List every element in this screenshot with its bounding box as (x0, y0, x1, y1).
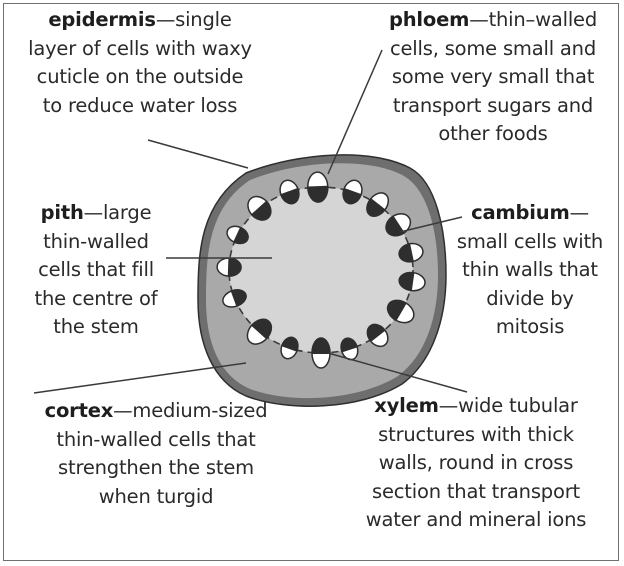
pith-desc-first: —large (83, 201, 152, 224)
pith-desc-line: the centre of (34, 286, 158, 310)
epidermis-desc-line: to reduce water loss (42, 93, 238, 117)
cortex-desc-first: —medium-sized (113, 399, 268, 422)
vascular-bundle (279, 179, 300, 205)
phloem-desc-first: —thin–walled (469, 8, 598, 31)
phloem-leader (327, 49, 383, 175)
vascular-bundle (311, 337, 331, 369)
cambium-band (251, 324, 268, 340)
cortex-term: cortex (44, 399, 114, 422)
cambium-band (369, 198, 386, 211)
cambium-desc-line: small cells with (456, 229, 604, 253)
phloem-label: phloem—thin–walled cells, some small and… (362, 6, 624, 149)
xylem-term: xylem (374, 394, 439, 417)
epidermis-desc-line: cuticle on the outside (36, 65, 244, 88)
vascular-bundle (342, 179, 363, 205)
cambium-band (280, 187, 299, 197)
phloem-desc-line: transport sugars and (392, 93, 594, 117)
cambium-band (230, 290, 239, 307)
cambium-band (251, 200, 268, 216)
cambium-label: cambium— small cells with thin walls tha… (440, 199, 620, 342)
phloem-cap (367, 324, 385, 341)
pith-term: pith (40, 201, 84, 224)
phloem-cap (312, 338, 330, 353)
epidermis-leader (147, 139, 249, 169)
cambium-desc-line: mitosis (495, 315, 565, 338)
cambium-band (343, 187, 362, 197)
cortex-desc-line: when turgid (98, 484, 214, 508)
cortex-desc-line: strengthen the stem (58, 456, 254, 479)
vascular-bundle (366, 323, 389, 348)
phloem-cap (251, 201, 271, 221)
cambium-band (409, 272, 415, 291)
cambium-band (233, 227, 242, 243)
vascular-bundle (386, 299, 415, 324)
cambium-band (391, 215, 405, 234)
phloem-cap (228, 258, 242, 277)
xylem-leader (327, 352, 468, 393)
xylem-desc-first: —wide tubular (438, 394, 578, 417)
phloem-cap (341, 338, 358, 352)
cortex-label: cortex—medium-sized thin-walled cells th… (6, 397, 306, 511)
phloem-cap (251, 319, 272, 339)
cambium-band (281, 344, 298, 352)
epidermis-desc-line: layer of cells with waxy (28, 36, 252, 60)
xylem-desc-line: water and mineral ions (365, 508, 587, 531)
vascular-bundle (366, 192, 390, 217)
phloem-cap (231, 289, 247, 306)
vascular-bundle (398, 242, 424, 263)
cambium-band (369, 329, 386, 342)
cambium-band (408, 243, 414, 262)
cambium-band (394, 302, 407, 321)
cambium-desc-first: — (569, 201, 590, 224)
leader-lines (33, 49, 468, 394)
pith-desc-line: cells that fill (38, 258, 154, 281)
vascular-bundle (247, 195, 272, 221)
cambium-band (341, 345, 358, 353)
vascular-bundle (307, 171, 329, 203)
pith-desc-line: thin-walled (43, 229, 149, 253)
xylem-label: xylem—wide tubular structures with thick… (330, 392, 622, 535)
vascular-bundle (222, 289, 247, 308)
pith-desc-line: the stem (53, 315, 139, 338)
phloem-cap (281, 337, 298, 351)
phloem-desc-line: other foods (438, 122, 548, 145)
xylem-desc-line: structures with thick (378, 422, 574, 446)
epidermis-desc-first: —single (155, 8, 232, 31)
cambium-band (227, 258, 231, 277)
epidermis-term: epidermis (48, 8, 156, 31)
cortex-leader (33, 362, 247, 394)
vascular-bundle (280, 336, 299, 360)
vascular-bundle (226, 225, 249, 245)
epidermis-label: epidermis—single layer of cells with wax… (6, 6, 274, 120)
cambium-desc-line: thin walls that (462, 258, 598, 281)
phloem-desc-line: cells, some small and (389, 36, 596, 60)
vascular-bundles (216, 171, 426, 369)
phloem-cap (387, 300, 406, 321)
pith-region (229, 187, 413, 353)
phloem-cap (281, 188, 299, 204)
cambium-band (307, 185, 328, 189)
vascular-bundle (398, 271, 426, 292)
vascular-bundle (246, 318, 273, 345)
phloem-cap (307, 186, 328, 203)
phloem-cap (366, 199, 385, 217)
cambium-desc-line: divide by (486, 286, 574, 310)
vascular-bundle (216, 257, 242, 277)
phloem-cap (399, 272, 414, 291)
phloem-term: phloem (388, 8, 470, 31)
cortex-desc-line: thin-walled cells that (56, 427, 256, 451)
pith-label: pith—large thin-walled cells that fill t… (14, 199, 178, 342)
phloem-cap (386, 216, 404, 236)
phloem-desc-line: some very small that (391, 65, 595, 88)
xylem-desc-line: section that transport (372, 479, 580, 503)
phloem-cap (234, 227, 249, 244)
cambium-term: cambium (471, 201, 570, 224)
phloem-cap (343, 188, 361, 204)
cambium-leader (399, 216, 463, 233)
xylem-desc-line: walls, round in cross (378, 451, 574, 474)
